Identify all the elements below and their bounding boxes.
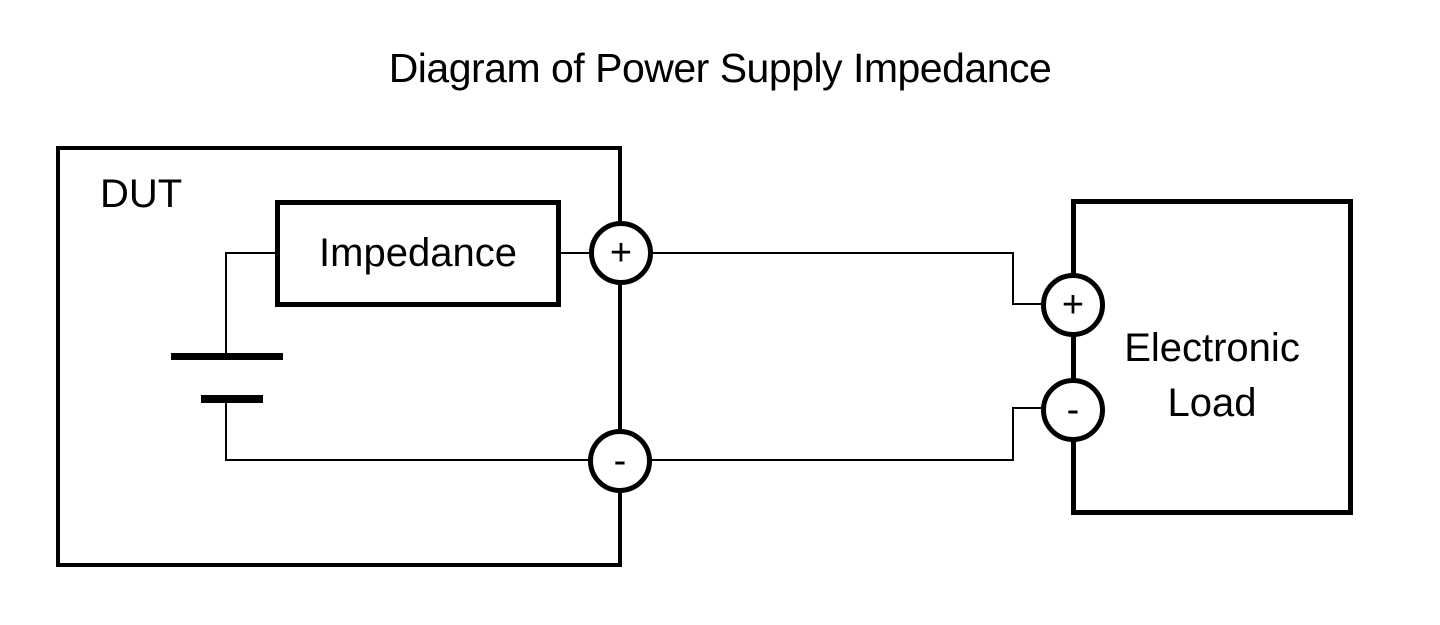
- dut-label: DUT: [100, 172, 183, 216]
- dut-box: [56, 146, 622, 567]
- electronic-load-box: [1071, 199, 1353, 515]
- battery-plate-long: [171, 353, 283, 360]
- wire-to-load-negative: [1012, 407, 1043, 409]
- plus-sign: +: [1061, 284, 1085, 326]
- minus-sign: -: [1066, 389, 1080, 431]
- dut-positive-terminal: +: [589, 221, 653, 285]
- battery-plate-short: [201, 395, 263, 403]
- wire-top-right-horizontal: [652, 252, 1014, 254]
- page-title: Diagram of Power Supply Impedance: [388, 45, 1052, 91]
- wire-battery-to-impedance: [225, 252, 277, 254]
- impedance-box: Impedance: [275, 200, 561, 307]
- load-positive-terminal: +: [1041, 273, 1105, 337]
- minus-sign: -: [613, 440, 627, 482]
- wire-top-jog-vertical: [1012, 252, 1014, 305]
- wire-impedance-to-positive-terminal: [559, 252, 590, 254]
- electronic-load-label: Electronic Load: [1124, 326, 1300, 425]
- wire-to-load-positive: [1012, 303, 1043, 305]
- wire-bottom-right-horizontal: [651, 459, 1014, 461]
- load-negative-terminal: -: [1041, 378, 1105, 442]
- dut-negative-terminal: -: [588, 429, 652, 493]
- wire-battery-bottom-vertical: [225, 403, 227, 461]
- impedance-label: Impedance: [319, 231, 517, 275]
- plus-sign: +: [609, 232, 633, 274]
- wire-bottom-left-horizontal: [225, 459, 589, 461]
- wire-battery-top-vertical: [225, 252, 227, 353]
- wire-bottom-jog-vertical: [1012, 408, 1014, 461]
